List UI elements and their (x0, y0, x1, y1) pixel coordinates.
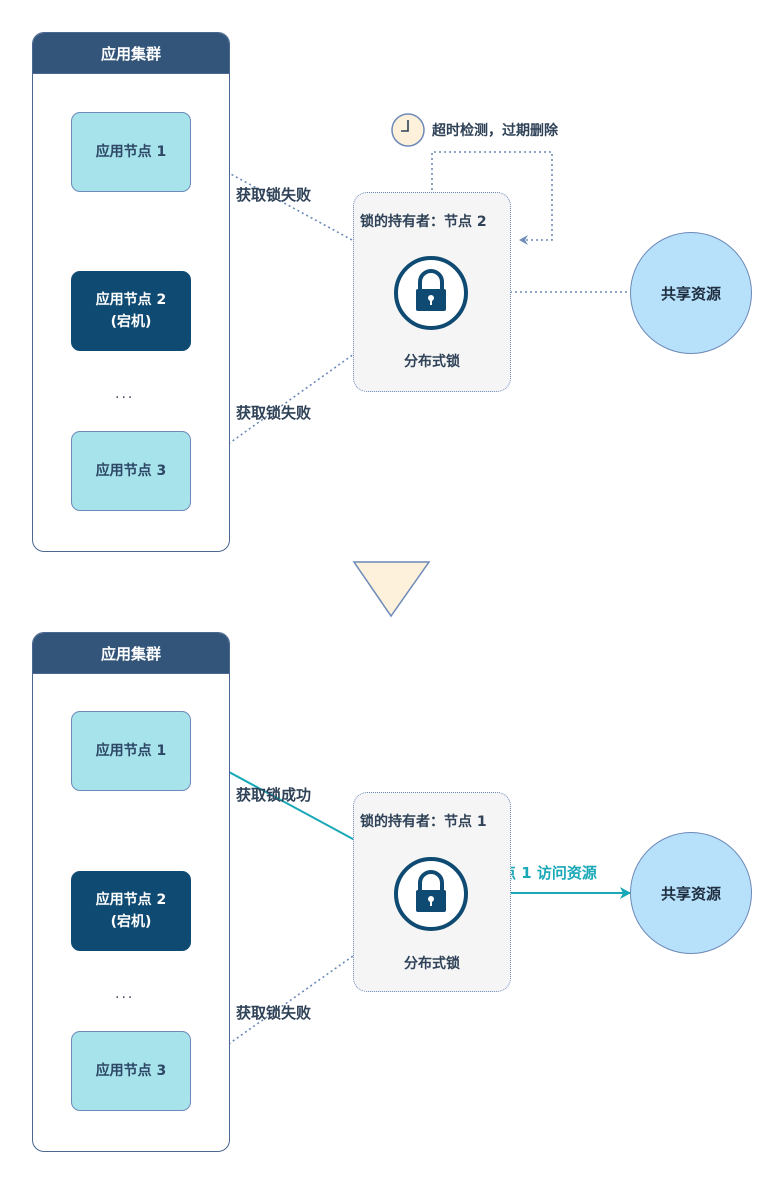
bottom-shared-resource[interactable]: 共享资源 (630, 832, 752, 954)
top-cluster-title: 应用集群 (33, 33, 229, 74)
bottom-node-3[interactable]: 应用节点 3 (71, 1031, 191, 1111)
bottom-cluster-title: 应用集群 (33, 633, 229, 674)
top-lock-box: 锁的持有者：节点 2 分布式锁 (353, 192, 511, 392)
bottom-access-label: 节点 1 访问资源 (486, 864, 597, 882)
bottom-lock-box: 锁的持有者：节点 1 分布式锁 (353, 792, 511, 992)
bottom-edge-label-3: 获取锁失败 (236, 1004, 312, 1022)
top-timeout-label: 超时检测，过期删除 (432, 123, 558, 139)
bottom-node-1-label: 应用节点 1 (95, 743, 167, 759)
bottom-ellipsis: ... (115, 986, 135, 1002)
top-node-3-label: 应用节点 3 (95, 463, 167, 479)
top-node-3[interactable]: 应用节点 3 (71, 431, 191, 511)
top-edge-label-3: 获取锁失败 (236, 404, 312, 422)
bottom-lock[interactable] (394, 857, 468, 931)
clock-icon (391, 113, 425, 147)
bottom-node-2-status: (宕机) (110, 914, 152, 930)
bottom-node-3-label: 应用节点 3 (95, 1063, 167, 1079)
bottom-edge-label-1: 获取锁成功 (236, 786, 312, 804)
top-timeout: 超时检测，过期删除 (390, 112, 558, 148)
top-node-2-status: (宕机) (110, 314, 152, 330)
top-node-1-label: 应用节点 1 (95, 144, 167, 160)
top-shared-resource[interactable]: 共享资源 (630, 232, 752, 354)
bottom-node-2[interactable]: 应用节点 2 (宕机) (71, 871, 191, 951)
bottom-lock-label: 分布式锁 (404, 956, 460, 972)
top-edge-label-1: 获取锁失败 (236, 186, 312, 204)
edge-top-timeout-loop (431, 151, 553, 245)
lock-icon (416, 269, 446, 311)
top-node-2[interactable]: 应用节点 2 (宕机) (71, 271, 191, 351)
bottom-lock-owner: 锁的持有者：节点 1 (360, 814, 487, 830)
top-lock-label: 分布式锁 (404, 354, 460, 370)
lock-icon (416, 870, 446, 912)
top-lock-owner: 锁的持有者：节点 2 (360, 214, 487, 230)
top-node-2-label: 应用节点 2 (95, 292, 167, 308)
top-ellipsis: ... (115, 386, 135, 402)
top-lock[interactable] (394, 256, 468, 330)
top-node-1[interactable]: 应用节点 1 (71, 112, 191, 192)
bottom-node-2-label: 应用节点 2 (95, 892, 167, 908)
bottom-node-1[interactable]: 应用节点 1 (71, 711, 191, 791)
down-triangle-icon (352, 561, 431, 618)
